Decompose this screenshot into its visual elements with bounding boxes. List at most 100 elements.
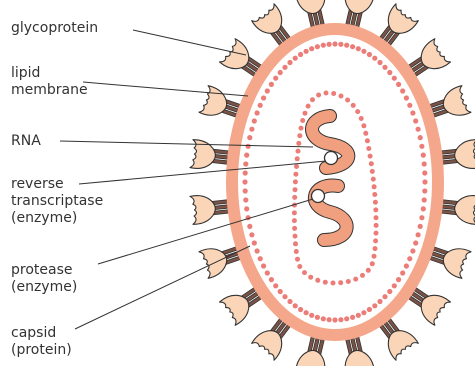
lipid-text-line1: lipid (11, 65, 88, 82)
capsid-inner-dot (372, 184, 377, 189)
protease-enzyme (312, 190, 325, 203)
capsid-dot (350, 44, 355, 49)
capsid-dot (421, 153, 426, 158)
capsid-dot (249, 127, 254, 132)
capsid-inner-dot (368, 154, 373, 159)
lipid-text-line2: membrane (11, 82, 88, 99)
capsid-dot (382, 294, 387, 299)
capsid-text-line2: (protein) (11, 342, 72, 359)
rt-text-line3: (enzyme) (11, 210, 103, 227)
capsid-inner-dot (373, 246, 378, 251)
capsid-inner-dot (302, 270, 307, 275)
capsid-dot (404, 263, 409, 268)
capsid-dot (315, 315, 320, 320)
capsid-inner-dot (292, 218, 297, 223)
capsid-dot (422, 188, 427, 193)
capsid-dot (332, 41, 337, 46)
capsid-inner-dot (295, 257, 300, 262)
capsid-dot (315, 44, 320, 49)
capsid-inner-dot (293, 234, 298, 239)
capsid-dot (404, 95, 409, 100)
capsid-inner-dot (351, 103, 356, 108)
capsid-inner-dot (353, 277, 358, 282)
capsid-inner-dot (295, 156, 300, 161)
capsid-dot (269, 82, 274, 87)
capsid-dot (255, 248, 260, 253)
capsid-inner-dot (297, 264, 302, 269)
capsid-leader (75, 246, 250, 329)
capsid-dot (413, 240, 418, 245)
capsid-inner-dot (303, 111, 308, 116)
rna-text: RNA (11, 133, 41, 149)
capsid-dot (392, 283, 397, 288)
capsid-dot (309, 46, 314, 51)
capsid-dot (247, 224, 252, 229)
capsid-dot (273, 283, 278, 288)
capsid-inner-dot (331, 91, 336, 96)
capsid-dot (244, 206, 249, 211)
capsid-dot (244, 153, 249, 158)
capsid-inner-dot (292, 195, 297, 200)
capsid-inner-dot (372, 192, 377, 197)
capsid-inner-dot (370, 261, 375, 266)
capsid-dot (338, 317, 343, 322)
capsid-dot (396, 277, 401, 282)
capsid-dot (258, 103, 263, 108)
capsid-inner-dot (346, 279, 351, 284)
capsid-inner-dot (366, 268, 371, 273)
capsid-dot (419, 215, 424, 220)
capsid-inner-dot (293, 172, 298, 177)
capsid-dot (287, 60, 292, 65)
capsid-inner-dot (293, 187, 298, 192)
capsid-dot (261, 95, 266, 100)
capsid-inner-dot (294, 249, 299, 254)
capsid-inner-dot (361, 123, 366, 128)
capsid-inner-dot (365, 138, 370, 143)
capsid-inner-dot (372, 254, 377, 259)
capsid-dot (422, 170, 427, 175)
capsid-dot (387, 70, 392, 75)
capsid-dot (332, 317, 337, 322)
capsid-dot (293, 56, 298, 61)
capsid-dot (273, 76, 278, 81)
capsid-dot (278, 70, 283, 75)
capsid-inner-dot (296, 141, 301, 146)
capsid-inner-dot (374, 215, 379, 220)
capsid-inner-dot (293, 179, 298, 184)
glycoprotein-leader (133, 30, 246, 55)
capsid-label: capsid (protein) (11, 325, 72, 359)
capsid-inner-dot (296, 149, 301, 154)
capsid-dot (265, 270, 270, 275)
capsid-dot (243, 197, 248, 202)
capsid-dot (382, 65, 387, 70)
capsid-inner-dot (373, 200, 378, 205)
rna-leader (60, 141, 313, 147)
capsid-dot (418, 224, 423, 229)
capsid-inner-dot (331, 281, 336, 286)
capsid-inner-dot (371, 177, 376, 182)
capsid-dot (356, 313, 361, 318)
capsid-dot (252, 240, 257, 245)
capsid-dot (413, 118, 418, 123)
capsid-dot (344, 316, 349, 321)
capsid-dot (400, 88, 405, 93)
capsid-dot (298, 52, 303, 57)
capsid-inner-dot (373, 207, 378, 212)
capsid-dot (243, 170, 248, 175)
capsid-inner-dot (293, 241, 298, 246)
capsid-dot (252, 118, 257, 123)
capsid-dot (418, 135, 423, 140)
glycoprotein-text: glycoprotein (11, 20, 98, 36)
capsid-dot (321, 43, 326, 48)
capsid-dot (243, 188, 248, 193)
capsid-dot (416, 127, 421, 132)
glycoprotein-label: glycoprotein (11, 20, 98, 37)
capsid-dot (261, 263, 266, 268)
capsid-dot (344, 43, 349, 48)
capsid-dot (367, 307, 372, 312)
capsid-dot (255, 110, 260, 115)
capsid-dot (361, 310, 366, 315)
capsid-inner-dot (316, 93, 321, 98)
capsid-inner-dot (369, 161, 374, 166)
capsid-dot (396, 82, 401, 87)
